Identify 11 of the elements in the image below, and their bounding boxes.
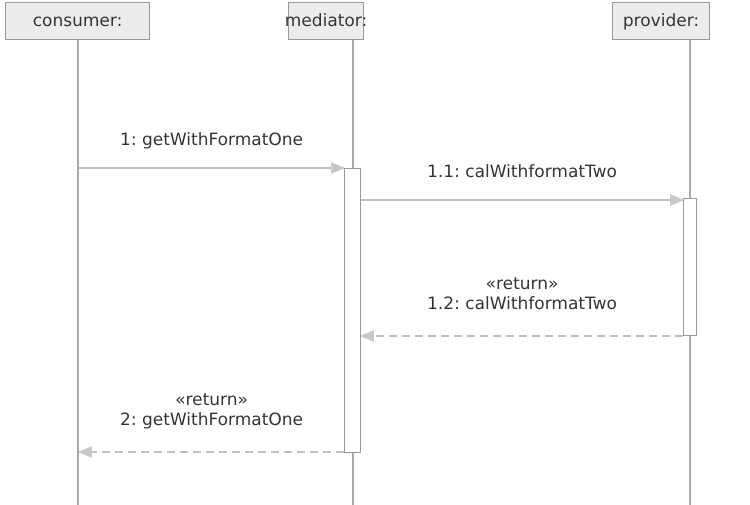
- message-arrow: [361, 194, 684, 206]
- lifeline-head: mediator:: [288, 2, 364, 40]
- message-arrow: [360, 330, 683, 342]
- message-arrow: [78, 446, 344, 458]
- activation-bar: [683, 198, 697, 336]
- message-label: «return» 2: getWithFormatOne: [120, 390, 303, 430]
- message-arrow: [79, 162, 345, 174]
- activation-bar: [344, 168, 361, 453]
- lifeline-head: provider:: [612, 2, 710, 40]
- message-label: 1: getWithFormatOne: [120, 130, 303, 150]
- lifeline-head: consumer:: [5, 2, 150, 40]
